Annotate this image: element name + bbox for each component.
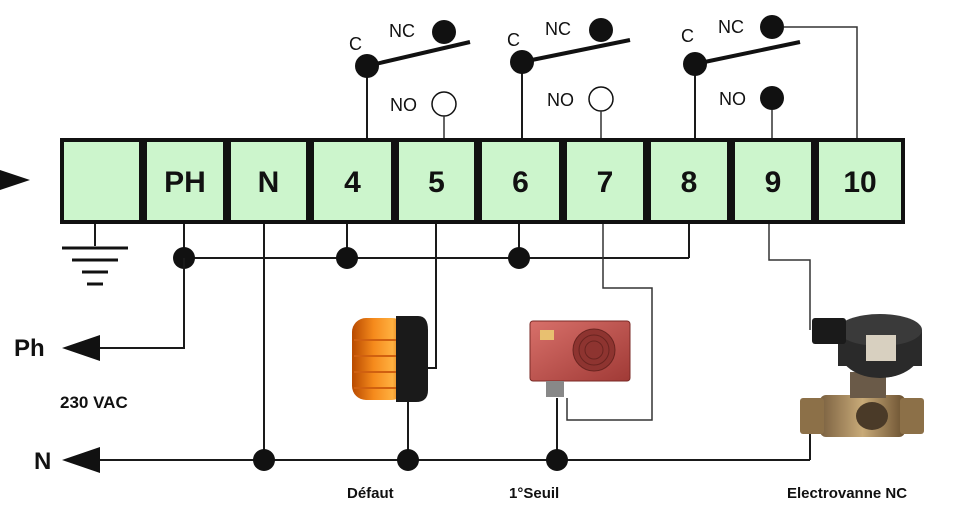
terminal-label-6: 6 xyxy=(512,166,529,199)
terminal-label-9: 9 xyxy=(765,166,782,199)
relay-2-nc-label: NC xyxy=(545,19,571,39)
terminal-cell-7 xyxy=(567,142,643,220)
phase-arrow-icon xyxy=(62,335,100,361)
terminal-label-5: 5 xyxy=(428,166,445,199)
siren-caption: 1°Seuil xyxy=(509,485,559,502)
terminal-label-8: 8 xyxy=(681,166,698,199)
terminal-cell-9 xyxy=(735,142,811,220)
neutral-arrow-icon xyxy=(62,447,100,473)
neutral-bus: N xyxy=(34,224,811,475)
beacon-caption: Défaut xyxy=(347,485,394,502)
relay-2-nc-contact xyxy=(589,18,613,42)
terminal-label-4: 4 xyxy=(344,166,361,199)
relay-3-c-label: C xyxy=(681,26,694,46)
valve-caption: Electrovanne NC xyxy=(787,485,907,502)
relay-1-c-label: C xyxy=(349,34,362,54)
relay-3-no-label: NO xyxy=(719,89,746,109)
terminal-cell-8 xyxy=(651,142,727,220)
terminal-label-10: 10 xyxy=(843,166,876,199)
siren-icon xyxy=(529,320,631,397)
terminal-cell-6 xyxy=(482,142,559,220)
relay-3-nc-contact xyxy=(760,15,784,39)
terminal-block: PH N 4 5 6 7 8 9 10 xyxy=(60,138,905,224)
phase-input: Ph 230 VAC xyxy=(14,335,128,412)
relay-3-nc-label: NC xyxy=(718,17,744,37)
terminal-cell-1 xyxy=(64,142,139,220)
relay-1-common-contact xyxy=(355,54,379,78)
terminal-cell-4 xyxy=(314,142,391,220)
voltage-label: 230 VAC xyxy=(60,393,128,412)
relay-1: C NC NO xyxy=(349,20,471,138)
beacon-icon xyxy=(352,316,428,402)
terminal-label-7: 7 xyxy=(597,166,614,199)
relay-1-nc-label: NC xyxy=(389,21,415,41)
neutral-label: N xyxy=(34,448,51,475)
terminal-cell-2 xyxy=(147,142,223,220)
solenoid-valve-icon xyxy=(800,314,924,437)
terminal-cell-5 xyxy=(399,142,474,220)
terminal-cell-3 xyxy=(231,142,306,220)
phase-label: Ph xyxy=(14,335,45,362)
relay-2-c-label: C xyxy=(507,30,520,50)
relay-2-no-label: NO xyxy=(547,90,574,110)
wire-9-valve xyxy=(768,224,811,330)
relay-2-no-contact xyxy=(588,86,614,112)
wire-7-siren xyxy=(566,224,653,421)
relay-1-nc-contact xyxy=(432,20,456,44)
ground-icon xyxy=(62,224,128,286)
terminal-label-3: N xyxy=(258,166,280,199)
relay-3-no-contact xyxy=(760,86,784,110)
relay-3-common-contact xyxy=(683,52,707,76)
terminal-label-2: PH xyxy=(164,166,206,199)
terminal-cell-10 xyxy=(819,142,901,220)
relay-2-common-contact xyxy=(510,50,534,74)
input-arrow-icon xyxy=(0,170,30,190)
relay-1-no-label: NO xyxy=(390,95,417,115)
relay-1-no-contact xyxy=(431,91,457,117)
relay-2: C NC NO xyxy=(507,18,631,138)
relay-3: C NC NO xyxy=(681,15,858,138)
